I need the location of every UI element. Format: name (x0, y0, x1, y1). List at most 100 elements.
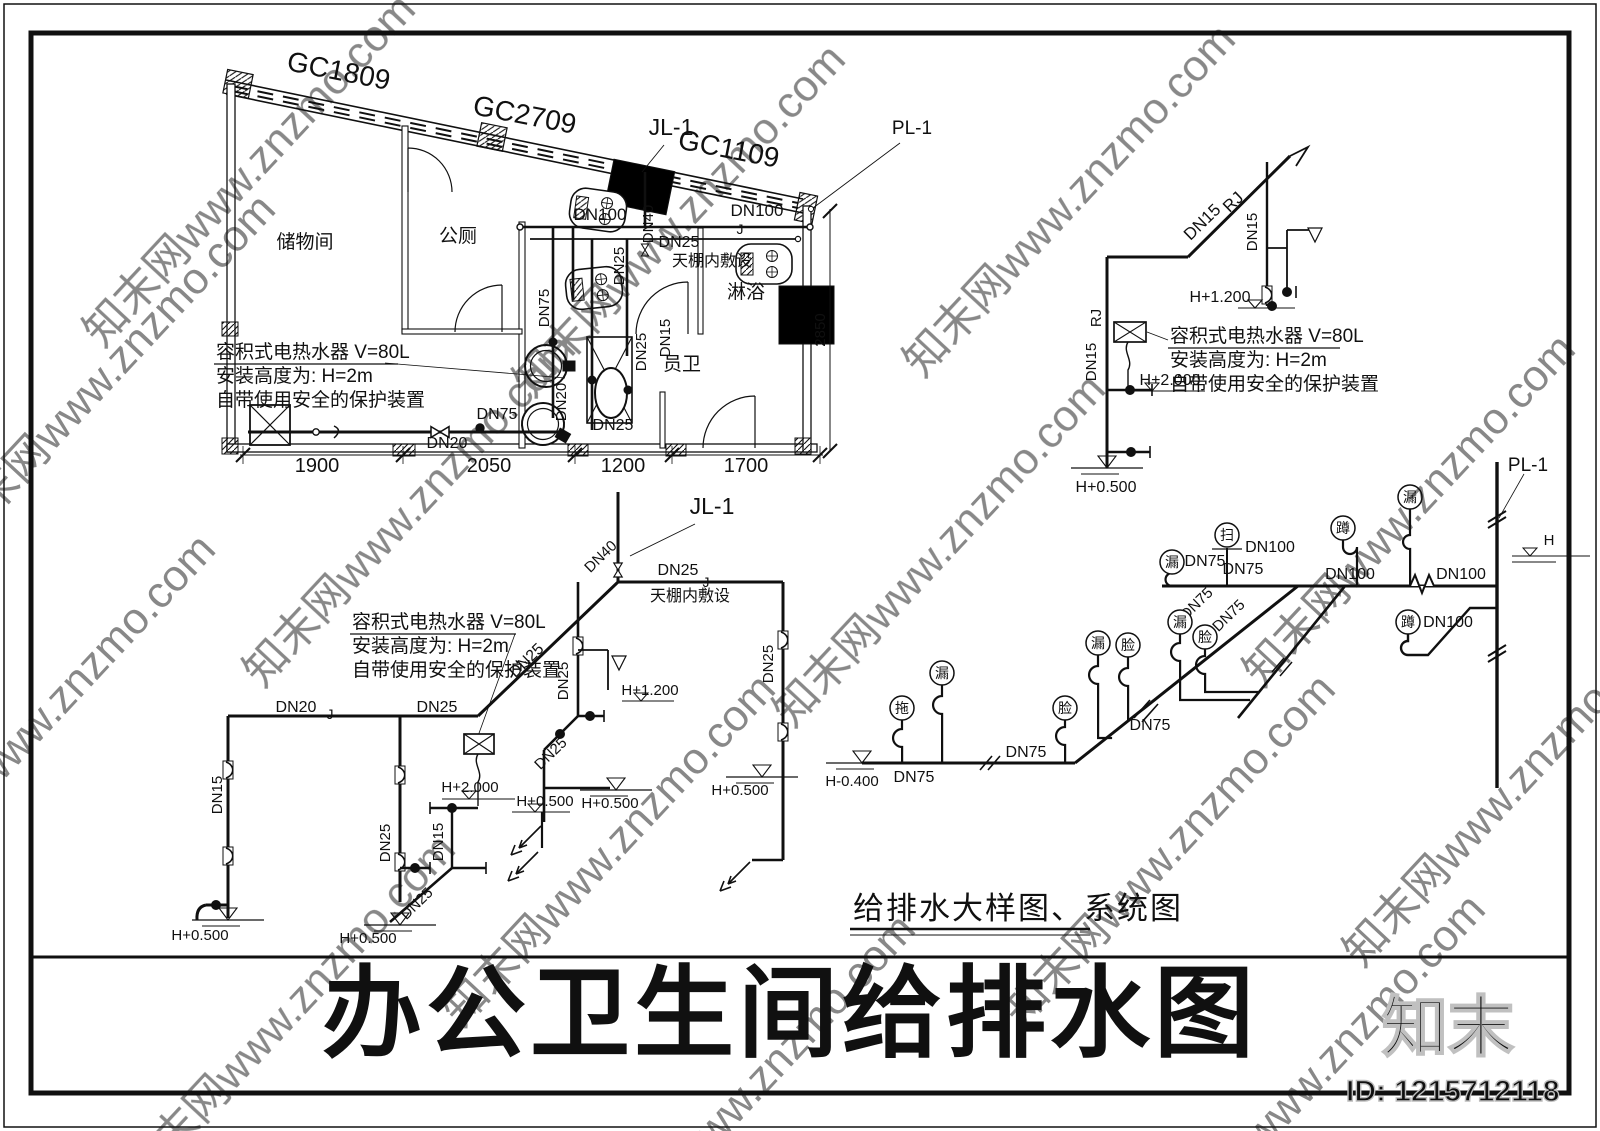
pipe-label: DN25 (593, 417, 634, 434)
pipe-label: 天棚内敷设 (672, 251, 752, 270)
fixture-circle-icon (1330, 515, 1356, 541)
fixture-circle-icon (1167, 609, 1193, 635)
pipe-label: H (1544, 532, 1555, 549)
pipe-label: H+0.500 (581, 795, 638, 812)
pipe-label: H+2.000 (441, 779, 498, 796)
pipe-label: H+0.500 (711, 782, 768, 799)
pipe-label: DN100 (1436, 566, 1486, 583)
pipe-label: DN100 (731, 201, 784, 220)
pipe-label: DN75 (1223, 561, 1264, 578)
pipe-label: DN15 (209, 776, 226, 814)
pipe-label: DN75 (894, 769, 935, 786)
pipe-label: DN25 (611, 247, 628, 285)
cold-water-riser-diagram (191, 492, 799, 932)
sheet-border (3, 3, 1597, 1128)
pipe-label: PL-1 (1508, 455, 1548, 476)
watermark-text: 知末网www.znzmo.com (0, 524, 225, 895)
pipe-label: H+1.200 (1190, 289, 1251, 306)
pipe-label: 容积式电热水器 V=80L (216, 341, 410, 363)
fixture-circle-icon (1115, 632, 1141, 658)
pipe-label: H+2.000 (1140, 372, 1201, 389)
pipe-label: DN75 (1130, 717, 1171, 734)
drawing-subtitle: 给排水大样图、系统图 (853, 891, 1183, 926)
pipe-label: DN25 (377, 824, 394, 862)
pipe-label: J (737, 221, 744, 237)
fixture-circle-icon (1159, 549, 1185, 575)
pipe-label: DN15 (1244, 213, 1261, 251)
floor-plan (214, 68, 901, 464)
fixture-label: 蹲 (1336, 520, 1350, 536)
pipe-label: DN100 (1423, 614, 1473, 631)
pipe-label: H+0.500 (171, 927, 228, 944)
pipe-label: H+1.200 (621, 682, 678, 699)
fixture-circle-icon (1085, 630, 1111, 656)
fixture-label: 蹲 (1401, 614, 1415, 630)
pipe-label: JL-1 (649, 114, 694, 140)
pipe-label: RJ (1219, 188, 1247, 216)
title-block: 给排水大样图、系统图 办公卫生间给排水图 (33, 891, 1567, 1070)
fixture-circle-icon (1397, 484, 1423, 510)
pipe-label: DN25 (658, 562, 699, 579)
pipe-label: H+0.500 (1076, 479, 1137, 496)
pipe-label: DN15 (430, 823, 447, 861)
pipe-label: 员卫 (663, 354, 701, 375)
pipe-label: 安装高度为: H=2m (352, 635, 509, 657)
pipe-label: DN25 (659, 234, 700, 251)
pipe-label: 自带使用安全的保护装置 (216, 389, 425, 411)
pipe-label: 1700 (724, 455, 769, 477)
pipe-label: 容积式电热水器 V=80L (1170, 325, 1364, 347)
fixture-circle-icon (889, 695, 915, 721)
pipe-label: 自带使用安全的保护装置 (352, 659, 561, 681)
drainage-fixture-symbols: 拖漏脸漏脸漏脸漏扫蹲漏蹲 (889, 484, 1423, 721)
fixture-label: 漏 (1173, 614, 1187, 630)
pipe-label: 安装高度为: H=2m (216, 365, 373, 387)
pipe-label: DN75 (536, 289, 553, 327)
pipe-label: 2850 (812, 313, 829, 346)
znzmo-logo: 知末 (1382, 990, 1514, 1064)
pipe-label: DN75 (477, 406, 518, 423)
pipe-label: H+0.500 (516, 793, 573, 810)
pipe-label: DN100 (1325, 566, 1375, 583)
pipe-label: H+0.500 (339, 930, 396, 947)
pipe-label: 容积式电热水器 V=80L (352, 611, 546, 633)
pipe-label: 淋浴 (727, 281, 765, 303)
pipe-label: DN25 (760, 645, 777, 683)
pipe-label: JL-1 (690, 493, 735, 519)
watermark-text: 知末网www.znzmo.com (74, 0, 425, 356)
fixture-circle-icon (1052, 695, 1078, 721)
fixture-circle-icon (1395, 609, 1421, 635)
drainage-diagram (825, 462, 1590, 788)
pipe-label: 1900 (295, 455, 340, 477)
pipe-label: J (703, 574, 710, 590)
pipe-label: DN40 (640, 205, 657, 243)
pipe-label: 储物间 (276, 231, 333, 253)
pipe-label: 2050 (467, 455, 512, 477)
pipe-label: 天棚内敷设 (650, 586, 730, 605)
fixture-label: 拖 (895, 700, 909, 716)
drawing-title: 办公卫生间给排水图 (322, 958, 1258, 1070)
pipe-label: DN25 (417, 699, 458, 716)
resource-id: ID: 1215712118 (1346, 1075, 1560, 1108)
pipe-label: 公厕 (439, 226, 477, 247)
fixture-label: 扫 (1220, 527, 1234, 543)
site-watermark-branding: 知末 ID: 1215712118 (1345, 989, 1560, 1109)
fixture-circle-icon (929, 660, 955, 686)
pipe-label: DN100 (1245, 539, 1295, 556)
pipe-label: DN15 (657, 319, 674, 357)
pipe-label: DN75 (1185, 553, 1226, 570)
pipe-label: 自带使用安全的保护装置 (1170, 373, 1379, 395)
pipe-label: RJ (1088, 309, 1105, 327)
pipe-label: DN15 (1180, 200, 1224, 244)
pipe-label: H-0.400 (825, 773, 878, 790)
fixture-circle-icon (1192, 624, 1218, 650)
fixture-label: 漏 (1403, 489, 1417, 505)
fixture-label: 漏 (1091, 635, 1105, 651)
pipe-label: 安装高度为: H=2m (1170, 349, 1327, 371)
fixture-label: 漏 (1165, 554, 1179, 570)
pipe-label: DN15 (1083, 343, 1100, 381)
pipe-label: DN25 (531, 734, 570, 773)
fixture-label: 脸 (1198, 629, 1212, 645)
